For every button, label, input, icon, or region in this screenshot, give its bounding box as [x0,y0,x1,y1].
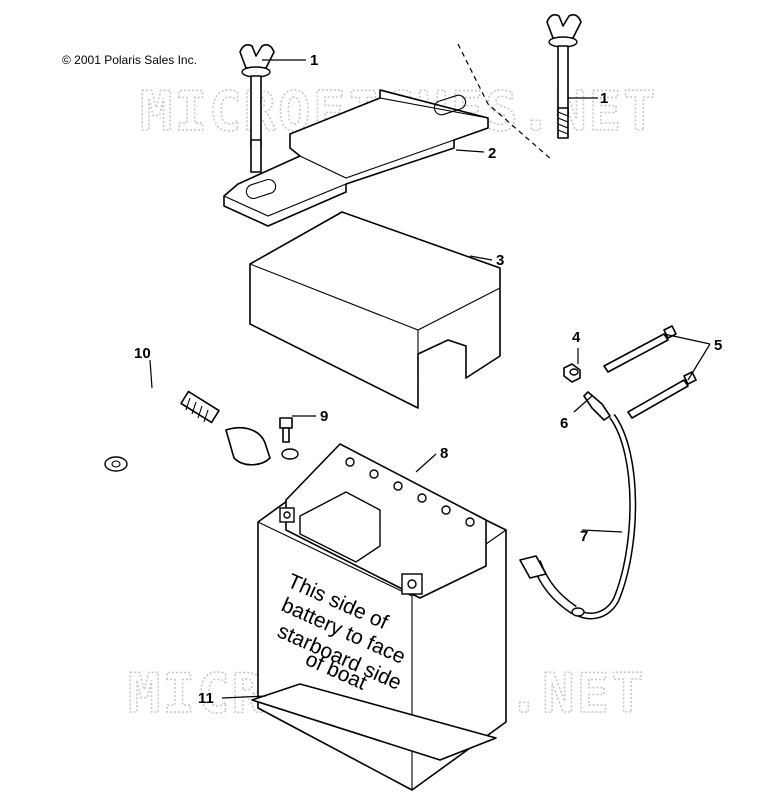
callout-8: 8 [440,445,448,462]
callout-1a: 1 [310,52,318,69]
leader-5 [663,333,711,381]
callout-1b: 1 [600,90,608,107]
negative-cable [83,385,299,472]
callout-7: 7 [580,528,588,545]
long-screws [603,325,697,419]
hold-down-bracket [223,89,489,227]
leader-6 [573,395,593,413]
cable-terminal-end [583,391,611,421]
callout-2: 2 [488,145,496,162]
bolt-centerline [457,43,553,161]
leader-11 [221,695,267,699]
leader-8 [415,453,437,473]
terminal-bolt-small [279,417,293,443]
callout-9: 9 [320,408,328,425]
leader-10 [149,359,153,389]
leader-2 [455,149,485,153]
wing-bolt-right [546,14,582,139]
leader-7 [581,529,623,533]
battery-pad [251,683,497,761]
terminal-nut [563,363,581,383]
callout-3: 3 [496,252,504,269]
positive-cable [519,413,637,620]
callout-11: 11 [198,690,214,707]
copyright-text: © 2001 Polaris Sales Inc. [62,53,197,67]
callout-5: 5 [714,337,722,354]
battery-cover [249,211,501,409]
leader-3 [469,255,493,261]
callout-6: 6 [560,415,568,432]
wing-bolt-left [239,44,275,173]
callout-10: 10 [134,345,151,362]
callout-4: 4 [572,329,581,346]
